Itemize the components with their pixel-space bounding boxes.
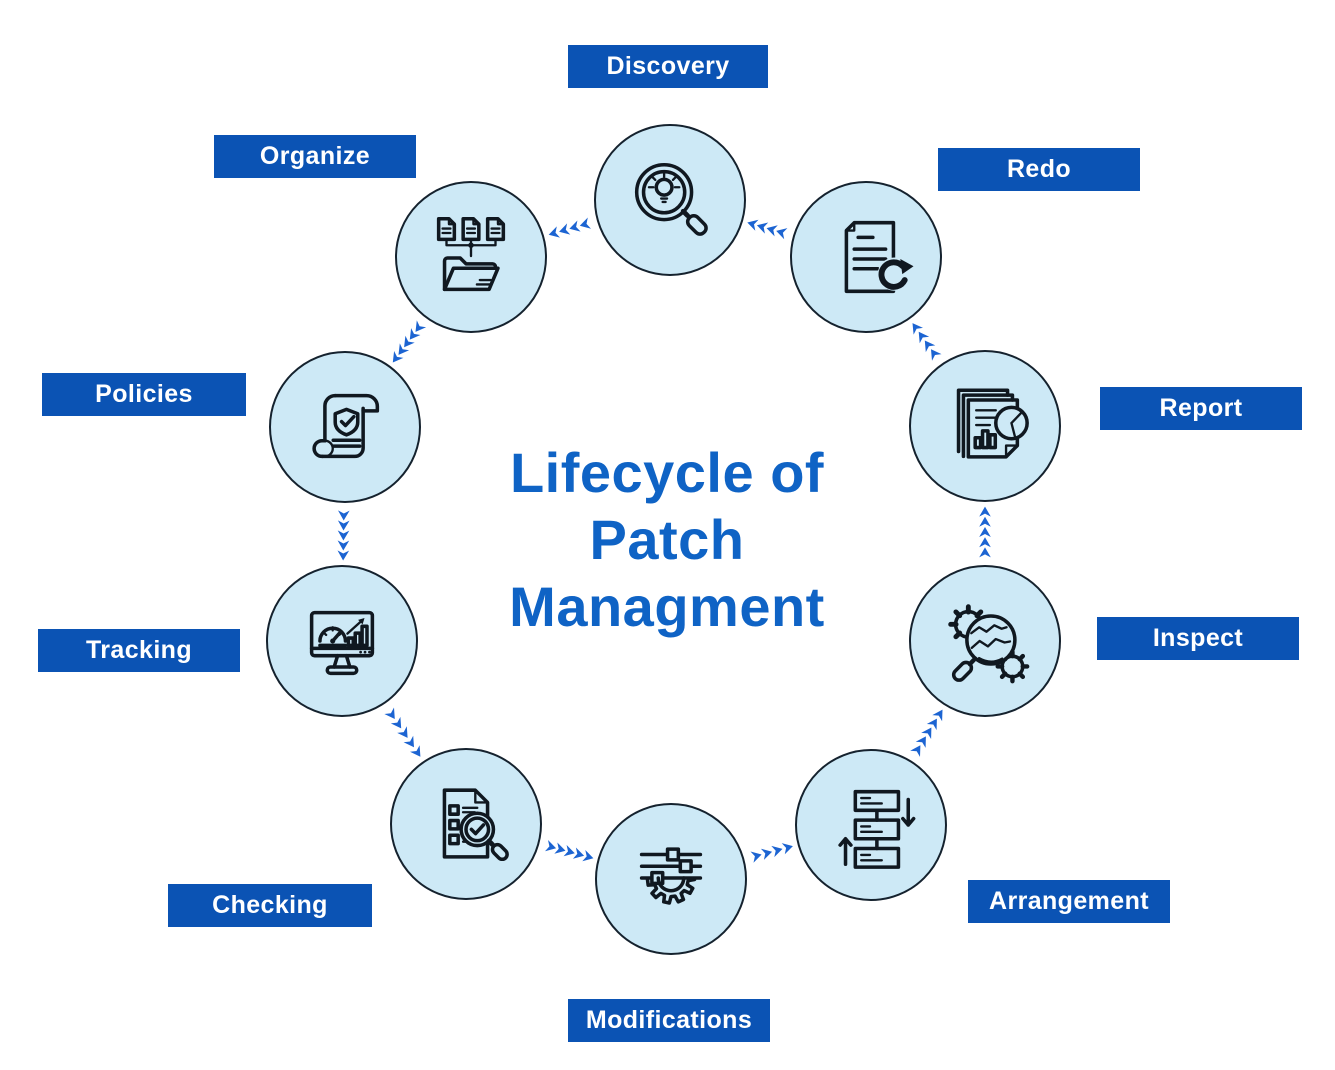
flowchart-sort-icon bbox=[838, 789, 916, 869]
label-checking-text: Checking bbox=[212, 891, 328, 919]
node-circle-redo bbox=[790, 181, 942, 333]
arrow-connector-inspect-to-report bbox=[979, 506, 991, 558]
magnifier-lightbulb-icon bbox=[634, 162, 708, 236]
label-arrangement-text: Arrangement bbox=[989, 887, 1149, 915]
arrow-connector-tracking-to-checking bbox=[384, 707, 421, 757]
label-arrangement: Arrangement bbox=[968, 880, 1170, 923]
node-circle-checking bbox=[390, 748, 542, 900]
arrow-connector-discovery-to-organize bbox=[548, 217, 591, 238]
arrow-connector-organize-to-policies bbox=[392, 320, 427, 363]
label-inspect: Inspect bbox=[1097, 617, 1299, 660]
label-redo-text: Redo bbox=[1006, 155, 1072, 183]
checklist-magnifier-icon bbox=[442, 788, 509, 862]
title-line-3: Managment bbox=[509, 575, 825, 639]
node-circle-policies bbox=[269, 351, 421, 503]
label-report-text: Report bbox=[1159, 394, 1243, 422]
report-charts-icon bbox=[956, 388, 1029, 459]
label-organize-text: Organize bbox=[259, 142, 371, 170]
node-circle-report bbox=[909, 350, 1061, 502]
node-circle-arrangement bbox=[795, 749, 947, 901]
magnifier-globe-gears-icon bbox=[948, 604, 1030, 684]
arrow-connector-report-to-redo bbox=[912, 323, 942, 361]
title-line-1: Lifecycle of bbox=[509, 441, 825, 505]
sliders-gear-icon bbox=[639, 847, 703, 905]
label-redo: Redo bbox=[938, 148, 1140, 191]
label-discovery: Discovery bbox=[568, 45, 768, 88]
arrow-connector-modifications-to-arrangement bbox=[750, 843, 793, 863]
label-policies: Policies bbox=[42, 373, 246, 416]
node-circle-organize bbox=[395, 181, 547, 333]
label-policies-text: Policies bbox=[95, 380, 193, 408]
label-tracking: Tracking bbox=[38, 629, 240, 672]
title-line-2: Patch bbox=[589, 508, 745, 572]
arrow-connector-checking-to-modifications bbox=[545, 840, 594, 862]
policy-scroll-shield-icon bbox=[312, 393, 380, 459]
label-inspect-text: Inspect bbox=[1152, 624, 1244, 652]
label-tracking-text: Tracking bbox=[85, 636, 193, 664]
documents-folder-icon bbox=[436, 217, 506, 292]
document-redo-icon bbox=[844, 220, 914, 294]
node-circle-discovery bbox=[594, 124, 746, 276]
node-circle-inspect bbox=[909, 565, 1061, 717]
label-organize: Organize bbox=[214, 135, 416, 178]
arrow-connector-arrangement-to-inspect bbox=[910, 709, 943, 757]
arrow-connector-redo-to-discovery bbox=[747, 219, 788, 240]
node-circle-tracking bbox=[266, 565, 418, 717]
label-modifications: Modifications bbox=[568, 999, 770, 1042]
label-report: Report bbox=[1100, 387, 1302, 430]
diagram-title: Lifecycle of Patch Managment bbox=[357, 439, 977, 641]
monitor-dashboard-icon bbox=[309, 610, 375, 676]
label-modifications-text: Modifications bbox=[585, 1006, 753, 1034]
arrow-connector-policies-to-tracking bbox=[337, 510, 350, 561]
node-circle-modifications bbox=[595, 803, 747, 955]
label-discovery-text: Discovery bbox=[606, 52, 730, 80]
label-checking: Checking bbox=[168, 884, 372, 927]
